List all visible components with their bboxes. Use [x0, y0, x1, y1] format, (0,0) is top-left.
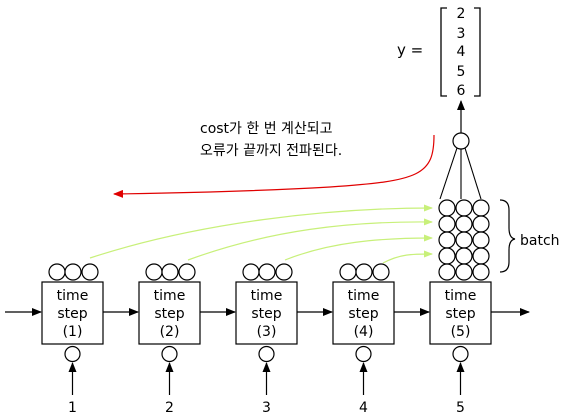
- step-text-line3: (4): [354, 324, 374, 340]
- hidden-unit: [178, 263, 196, 281]
- state-arrow-4: [382, 250, 433, 264]
- batch-hidden-unit: [455, 231, 473, 249]
- state-arrow-1: [89, 204, 433, 259]
- batch-hidden-unit: [472, 215, 490, 233]
- input-label: 1: [68, 400, 77, 416]
- step-text-line1: time: [154, 288, 186, 304]
- output-value: 5: [457, 64, 466, 80]
- step-text-line2: step: [251, 306, 281, 322]
- step-text-line3: (2): [160, 324, 180, 340]
- batch-hidden-unit: [455, 247, 473, 265]
- batch-hidden-unit: [472, 199, 490, 217]
- batch-grid: [438, 199, 490, 281]
- time-step-4: time step (4) 4: [332, 263, 395, 416]
- output-node: [452, 132, 470, 150]
- output-vector: y = 2 3 4 5 6: [397, 6, 481, 99]
- batch-hidden-unit: [438, 247, 456, 265]
- step-text-line1: time: [348, 288, 380, 304]
- input-node: [161, 345, 178, 363]
- time-step-1: time step (1) 1: [41, 263, 104, 416]
- step-text-line3: (1): [63, 324, 83, 340]
- time-step-box: [138, 281, 201, 345]
- output-value: 3: [457, 26, 466, 42]
- batch-hidden-unit: [438, 199, 456, 217]
- input-node: [258, 345, 275, 363]
- output-label: y =: [397, 41, 423, 59]
- note-line-2: 오류가 끝까지 전파된다.: [200, 143, 342, 159]
- batch-hidden-unit: [472, 247, 490, 265]
- hidden-unit: [355, 263, 373, 281]
- input-label: 3: [262, 400, 271, 416]
- batch-hidden-unit: [472, 263, 490, 281]
- step-text-line2: step: [57, 306, 87, 322]
- input-label: 5: [456, 400, 465, 416]
- input-node: [355, 345, 372, 363]
- input-label: 4: [359, 400, 368, 416]
- batch-brace: [499, 199, 516, 273]
- batch-hidden-unit: [438, 263, 456, 281]
- step-text-line2: step: [154, 306, 184, 322]
- hidden-unit: [372, 263, 390, 281]
- hidden-unit: [258, 263, 276, 281]
- output-value: 4: [457, 44, 466, 60]
- step-text-line1: time: [445, 288, 477, 304]
- fan-lines: [439, 147, 482, 200]
- hidden-unit: [339, 263, 357, 281]
- state-arrow-3: [284, 234, 433, 261]
- input-node: [64, 345, 81, 363]
- output-value: 6: [457, 83, 466, 99]
- input-node: [452, 345, 469, 363]
- hidden-unit: [161, 263, 179, 281]
- error-backprop-arrow: [113, 134, 435, 198]
- step-text-line3: (5): [451, 324, 471, 340]
- time-step-2: time step (2) 2: [138, 263, 201, 416]
- right-bracket: [474, 7, 481, 97]
- step-text-line3: (3): [257, 324, 277, 340]
- step-text-line1: time: [57, 288, 89, 304]
- batch-hidden-unit: [438, 231, 456, 249]
- hidden-unit: [81, 263, 99, 281]
- batch-hidden-unit: [438, 215, 456, 233]
- batch-hidden-unit: [455, 263, 473, 281]
- batch-hidden-unit: [455, 215, 473, 233]
- time-step-3: time step (3) 3: [235, 263, 298, 416]
- state-arrows: [89, 204, 433, 264]
- step-text-line2: step: [348, 306, 378, 322]
- hidden-unit: [145, 263, 163, 281]
- input-label: 2: [165, 400, 174, 416]
- time-step-box: [429, 281, 492, 345]
- hidden-unit: [275, 263, 293, 281]
- batch-hidden-unit: [472, 231, 490, 249]
- hidden-unit: [64, 263, 82, 281]
- note-line-1: cost가 한 번 계산되고: [200, 121, 333, 137]
- state-arrow-2: [187, 218, 433, 261]
- time-step-box: [235, 281, 298, 345]
- step-text-line1: time: [251, 288, 283, 304]
- step-text-line2: step: [445, 306, 475, 322]
- batch-label: batch: [520, 233, 560, 249]
- hidden-unit: [48, 263, 66, 281]
- output-value: 2: [457, 6, 466, 22]
- time-step-box: [41, 281, 104, 345]
- hidden-unit: [242, 263, 260, 281]
- time-step-5: time step (5) 5: [429, 281, 492, 416]
- time-steps: time step (1) 1 time step (2) 2 time ste: [41, 263, 492, 416]
- batch-hidden-unit: [455, 199, 473, 217]
- time-step-box: [332, 281, 395, 345]
- left-bracket: [440, 7, 447, 97]
